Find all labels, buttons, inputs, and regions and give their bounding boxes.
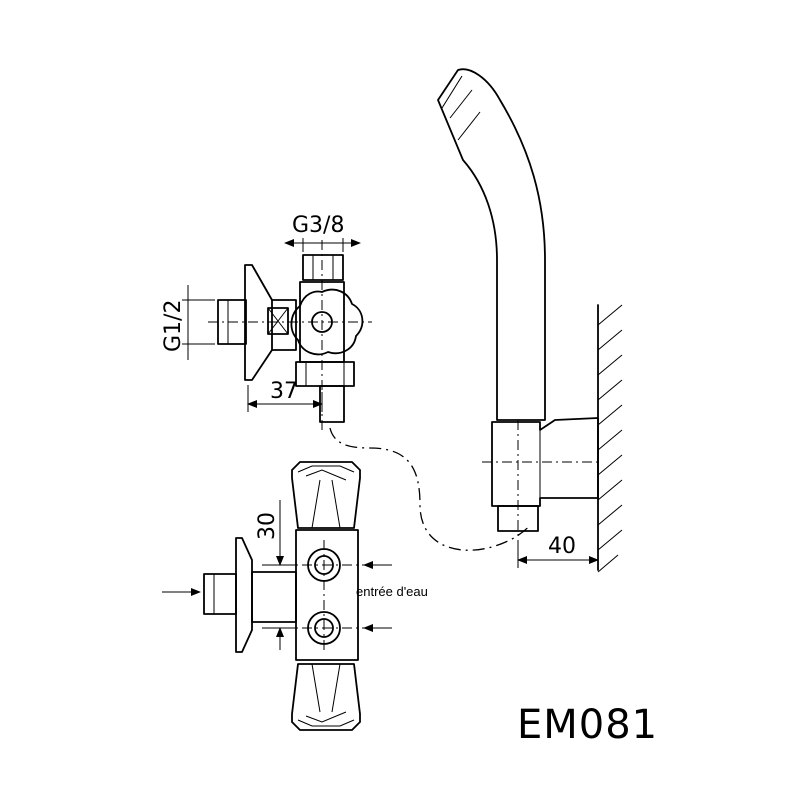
valve-side-view	[208, 240, 372, 430]
dim-label-40: 40	[548, 534, 576, 559]
dim-label-30: 30	[255, 512, 280, 540]
hand-shower	[437, 68, 600, 540]
dim-label-37: 37	[270, 379, 298, 404]
dimension-30: 30	[255, 500, 296, 650]
dimension-40: 40	[517, 534, 599, 568]
water-inlet-label: entrée d'eau	[356, 584, 428, 599]
water-inlet-callout: entrée d'eau	[356, 561, 428, 632]
dimension-37: 37	[247, 379, 323, 412]
dim-label-g12: G1/2	[161, 300, 186, 352]
wall	[597, 304, 623, 573]
shower-hose	[329, 427, 531, 551]
dimension-g12: G1/2	[161, 285, 215, 360]
model-code: EM081	[517, 702, 658, 748]
dim-label-g38: G3/8	[292, 213, 344, 238]
valve-front-view	[203, 461, 392, 731]
dimension-g38: G3/8	[284, 213, 361, 252]
